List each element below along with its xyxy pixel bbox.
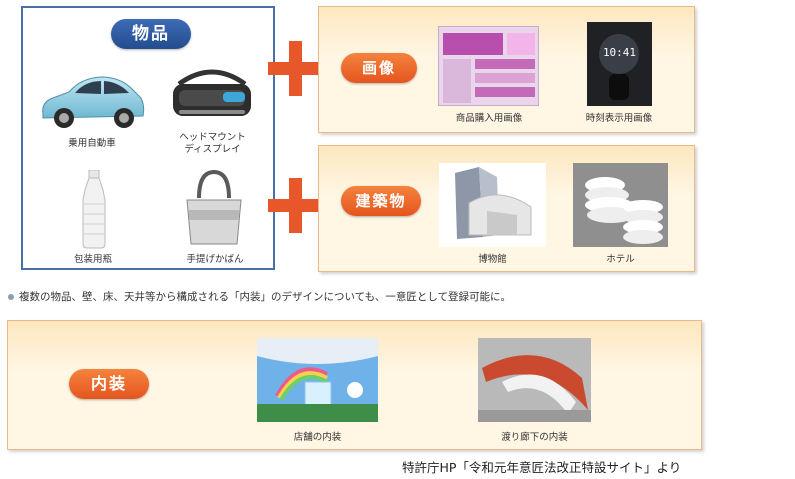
hotel-caption: ホテル: [606, 254, 635, 265]
clock-display-image: 10:41: [587, 22, 652, 106]
corridor-interior-caption: 渡り廊下の内装: [501, 432, 568, 443]
buildings-title-badge: 建築物: [341, 186, 421, 216]
interior-note-text: 複数の物品、壁、床、天井等から構成される「内装」のデザインについても、一意匠とし…: [19, 291, 512, 303]
car-image: [42, 76, 145, 128]
handbag-image: [186, 169, 242, 245]
handbag-label: 手提げかばん: [186, 254, 244, 265]
shopping-screen-caption: 商品購入用画像: [455, 113, 523, 124]
interior-note: 複数の物品、壁、床、天井等から構成される「内装」のデザインについても、一意匠とし…: [8, 289, 511, 304]
source-credit: 特許庁HP「令和元年意匠法改正特設サイト」より: [402, 460, 682, 475]
interior-panel: 内装 店舗の内装 渡り廊下の内装: [7, 320, 702, 450]
clock-time-text: 10:41: [602, 46, 637, 59]
products-panel: 物品 乗用自動車 ヘッドマウント ディスプレイ 包装用瓶: [21, 6, 275, 270]
clock-device-icon: [599, 34, 639, 100]
car-label: 乗用自動車: [68, 138, 116, 149]
headset-image: [173, 69, 251, 116]
images-title-badge: 画像: [341, 53, 417, 83]
headset-label: ヘッドマウント ディスプレイ: [179, 132, 246, 155]
images-panel: 画像 商品購入用画像 10:41 時刻表示用画像: [318, 6, 695, 133]
shopping-screen-image: [438, 26, 539, 106]
bullet-icon: [8, 294, 14, 300]
interior-title-badge: 内装: [69, 369, 149, 399]
store-interior-caption: 店舗の内装: [293, 432, 342, 443]
museum-caption: 博物館: [478, 254, 507, 265]
clock-display-caption: 時刻表示用画像: [585, 113, 653, 124]
products-title-badge: 物品: [111, 19, 191, 49]
bottle-image: [82, 170, 106, 249]
museum-image: [439, 163, 546, 247]
store-interior-image: [257, 338, 378, 422]
buildings-panel: 建築物 博物館 ホテル: [318, 145, 695, 272]
hotel-image: [573, 163, 668, 247]
bottle-label: 包装用瓶: [73, 254, 112, 265]
corridor-interior-image: [478, 338, 591, 422]
